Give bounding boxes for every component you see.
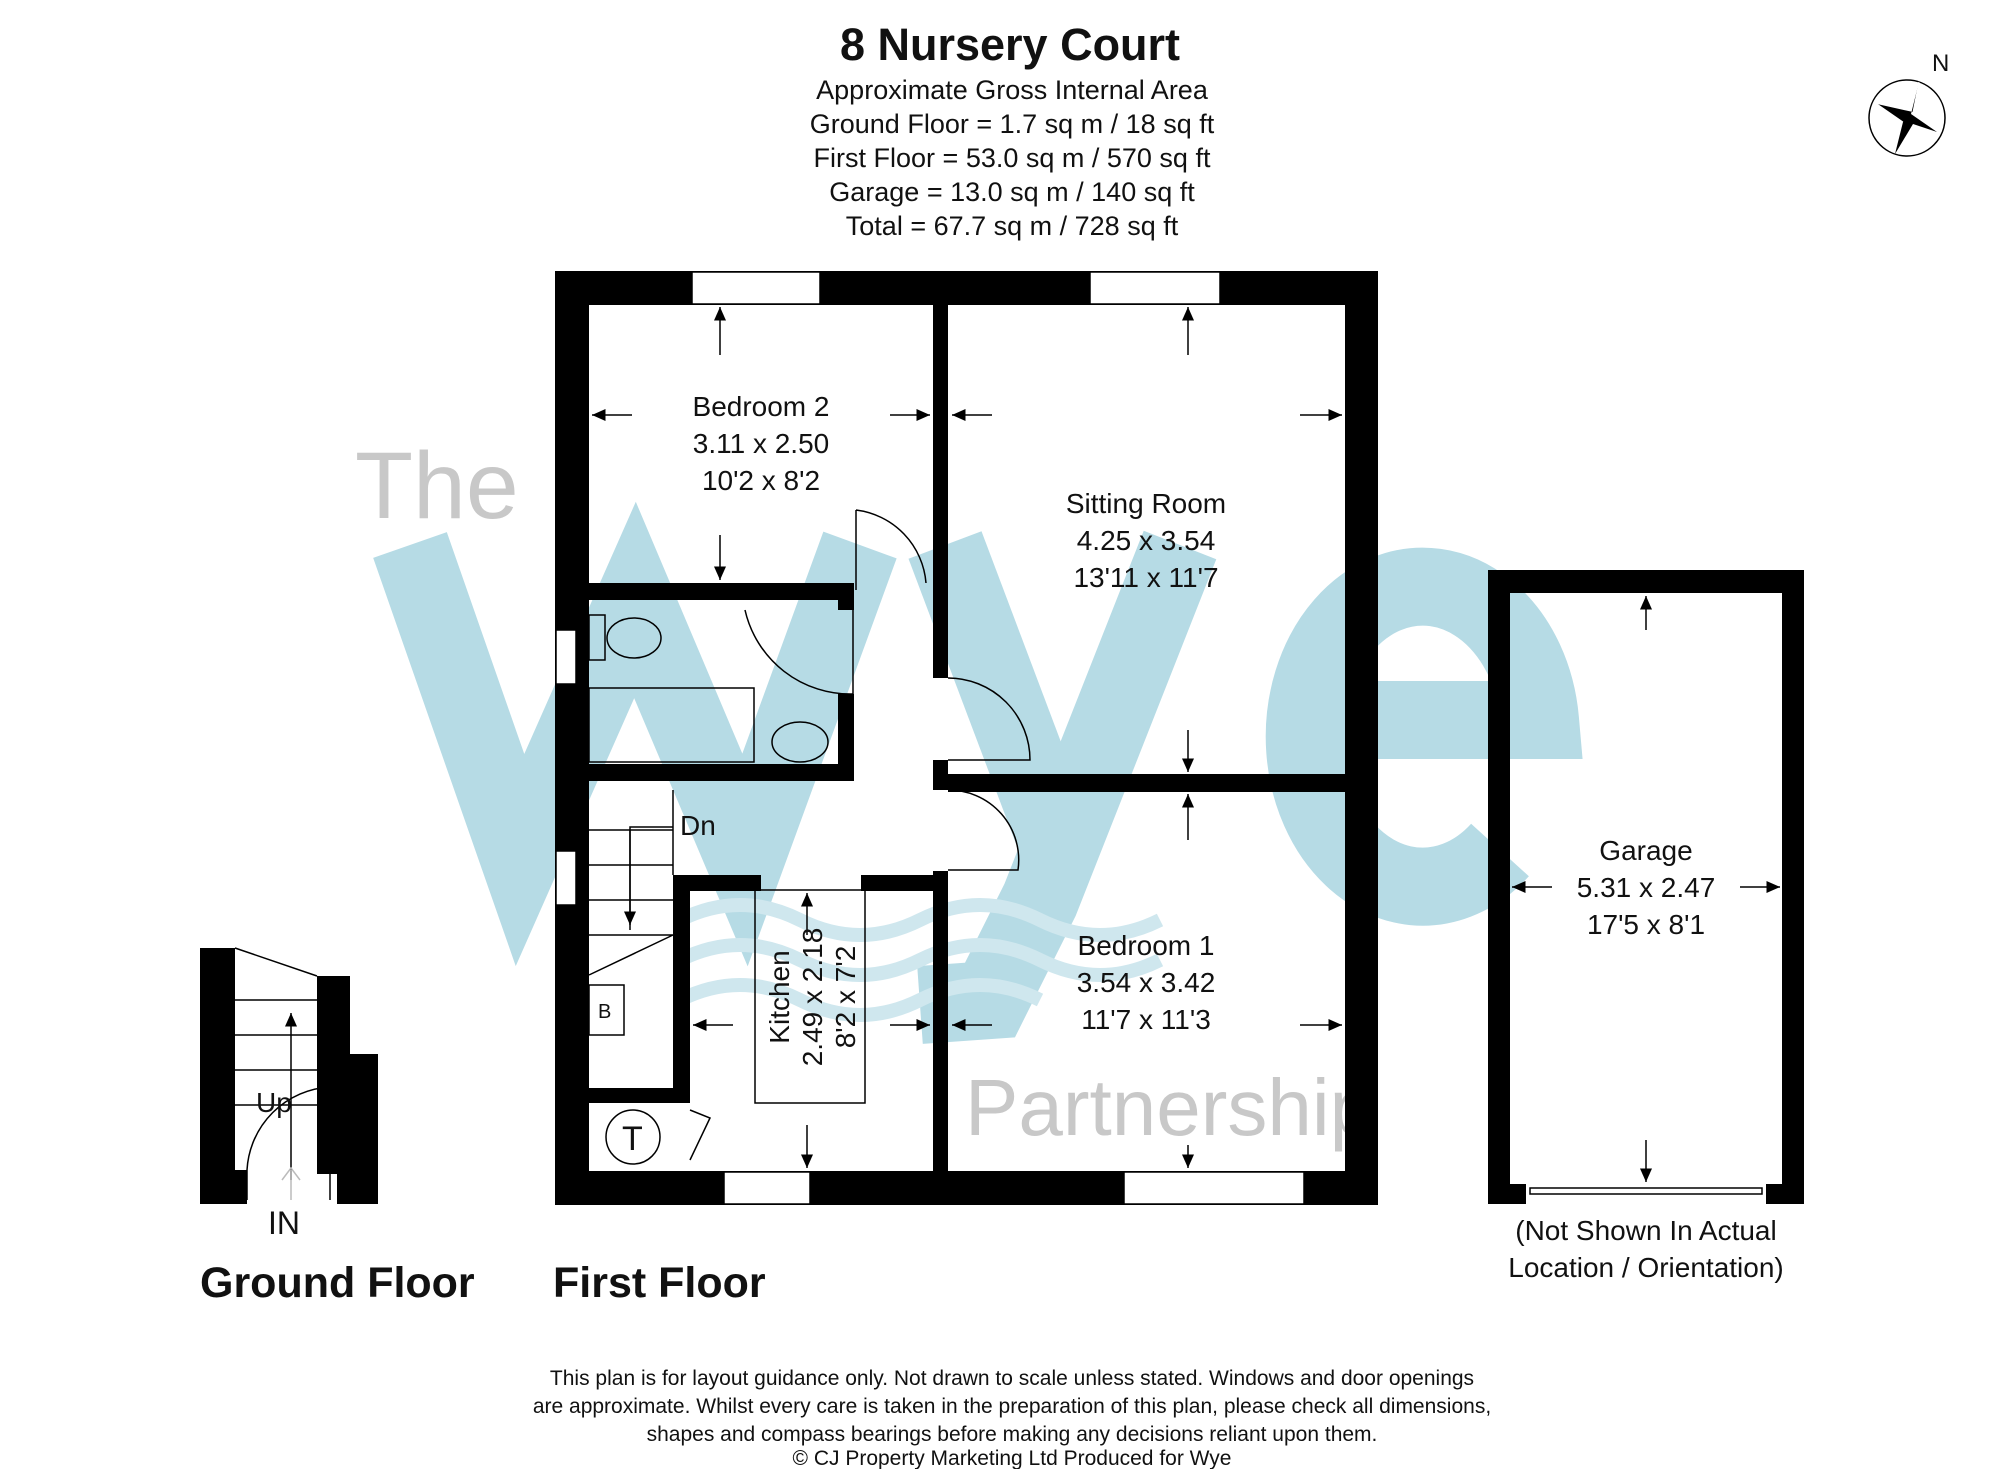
room-bedroom1-name: Bedroom 1 [1078, 930, 1215, 961]
area-total: Total = 67.7 sq m / 728 sq ft [846, 211, 1179, 241]
dimension-arrows [592, 307, 1342, 1168]
entrance-label: IN [268, 1205, 300, 1241]
stairs-up-label: Up [256, 1087, 292, 1118]
first-floor-title: First Floor [553, 1259, 766, 1307]
garage-walls [1488, 570, 1804, 1204]
first-floor-walls [555, 271, 1378, 1205]
ground-floor-walls [200, 947, 378, 1204]
compass-north-label: N [1932, 50, 1949, 77]
tank-icon [605, 1109, 661, 1165]
room-bedroom2-name: Bedroom 2 [693, 391, 830, 422]
copyright: © CJ Property Marketing Ltd Produced for… [793, 1447, 1232, 1469]
area-ground-floor: Ground Floor = 1.7 sq m / 18 sq ft [810, 109, 1215, 139]
toilet-icon [606, 617, 662, 659]
disclaimer-line3: shapes and compass bearings before makin… [647, 1423, 1378, 1446]
room-kitchen-metric: 2.49 x 2.18 [797, 928, 828, 1067]
compass-icon: N [1868, 50, 1949, 157]
shower-icon [588, 687, 755, 763]
sink-icon [771, 721, 829, 763]
room-garage-name: Garage [1599, 835, 1692, 866]
area-garage: Garage = 13.0 sq m / 140 sq ft [829, 177, 1195, 207]
room-kitchen-imperial: 8'2 x 7'2 [830, 946, 861, 1049]
stairs-down-label: Dn [680, 810, 716, 841]
room-garage-imperial: 17'5 x 8'1 [1587, 909, 1705, 940]
watermark-the: The [355, 433, 519, 539]
room-sitting-imperial: 13'11 x 11'7 [1073, 562, 1218, 593]
room-sitting-metric: 4.25 x 3.54 [1077, 525, 1216, 556]
room-sitting-name: Sitting Room [1066, 488, 1226, 519]
boiler-label: B [598, 1001, 611, 1023]
room-bedroom2-imperial: 10'2 x 8'2 [702, 465, 820, 496]
entrance-arrow-icon [281, 1166, 301, 1200]
garage-note-line2: Location / Orientation) [1508, 1252, 1784, 1283]
tank-label: T [622, 1120, 643, 1158]
room-bedroom2-metric: 3.11 x 2.50 [693, 428, 829, 459]
ground-floor-title: Ground Floor [200, 1259, 475, 1307]
disclaimer-line1: This plan is for layout guidance only. N… [550, 1367, 1474, 1390]
room-bedroom1-imperial: 11'7 x 11'3 [1081, 1004, 1211, 1035]
area-first-floor: First Floor = 53.0 sq m / 570 sq ft [814, 143, 1211, 173]
kitchen-worktop [754, 889, 866, 1104]
garage-note-line1: (Not Shown In Actual [1515, 1215, 1776, 1246]
doors [689, 509, 1031, 1161]
room-bedroom1-metric: 3.54 x 3.42 [1077, 967, 1216, 998]
watermark-partnership: Partnership [965, 1063, 1374, 1152]
page-title: 8 Nursery Court [840, 19, 1180, 70]
fixtures: B T Dn [588, 614, 866, 1165]
room-kitchen-name: Kitchen [764, 950, 795, 1043]
area-heading: Approximate Gross Internal Area [816, 75, 1209, 105]
room-garage-metric: 5.31 x 2.47 [1577, 872, 1716, 903]
disclaimer-line2: are approximate. Whilst every care is ta… [533, 1395, 1491, 1418]
boiler-box [588, 984, 625, 1036]
